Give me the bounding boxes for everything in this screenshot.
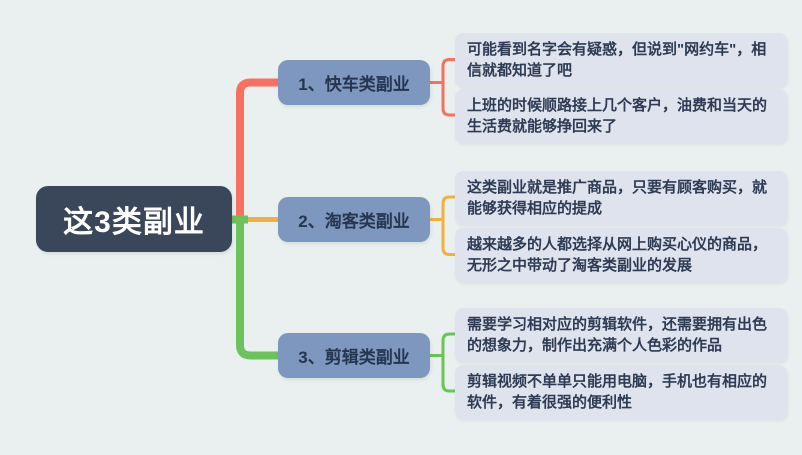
root-node[interactable]: 这3类副业 <box>36 186 232 252</box>
leaf-note-1a[interactable]: 可能看到名字会有疑惑，但说到"网约车"，相信就都知道了吧 <box>455 33 787 87</box>
leaf-note-2b[interactable]: 越来越多的人都选择从网上购买心仪的商品，无形之中带动了淘客类副业的发展 <box>455 228 787 282</box>
branch3-trunk-line <box>236 217 278 360</box>
branch-node-2-label: 2、淘客类副业 <box>298 212 410 231</box>
leaf-note-3b[interactable]: 剪辑视频不单单只能用电脑，手机也有相应的软件，有着很强的便利性 <box>455 365 787 419</box>
branch2-leaf-links <box>430 190 458 262</box>
branch-node-1-label: 1、快车类副业 <box>298 75 410 94</box>
leaf-note-3a[interactable]: 需要学习相对应的剪辑软件，还需要拥有出色的想象力，制作出充满个人色彩的作品 <box>455 308 787 362</box>
branch-node-2[interactable]: 2、淘客类副业 <box>278 197 430 242</box>
branch1-leaf-links <box>430 52 458 122</box>
branch-node-3[interactable]: 3、剪辑类副业 <box>278 333 430 378</box>
branch3-leaf-links <box>430 327 458 398</box>
branch-node-3-label: 3、剪辑类副业 <box>298 348 410 367</box>
branch1-trunk-line <box>236 78 278 222</box>
leaf-note-2a[interactable]: 这类副业就是推广商品，只要有顾客购买，就能够获得相应的提成 <box>455 171 787 225</box>
root-node-label: 这3类副业 <box>63 206 205 239</box>
branch-node-1[interactable]: 1、快车类副业 <box>278 60 430 105</box>
leaf-note-1b[interactable]: 上班的时候顺路接上几个客户，油费和当天的生活费就能够挣回来了 <box>455 89 787 143</box>
